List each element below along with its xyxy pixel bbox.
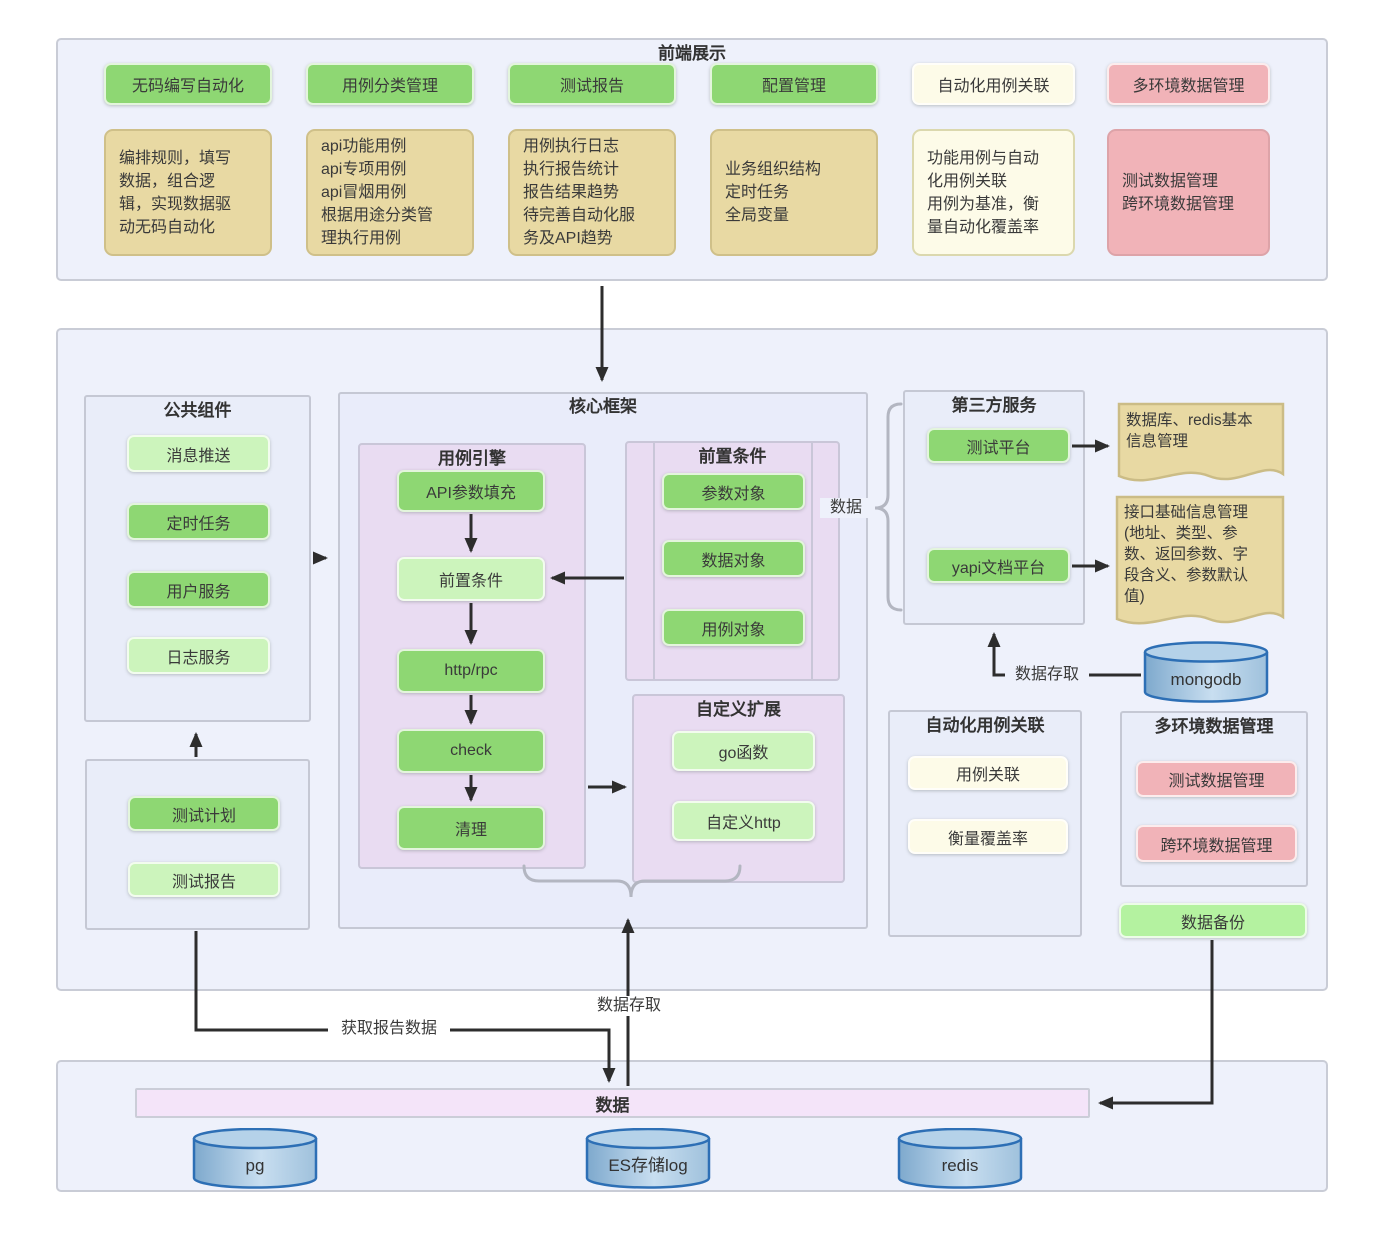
note-doc-redis-text: 数据库、redis基本 信息管理 [1126,412,1253,450]
test-report-node: 测试报告 [128,862,280,897]
case-association-item-coverage: 衡量覆盖率 [908,819,1068,854]
frontend-tab-config: 配置管理 [710,63,878,105]
preconditions-inner-box [653,441,813,681]
frontend-desc-multienv: 测试数据管理 跨环境数据管理 [1107,129,1270,256]
data-side-label: 数据 [820,498,872,518]
frontend-desc-config: 业务组织结构 定时任务 全局变量 [710,129,878,256]
engine-step-http-rpc: http/rpc [397,649,545,693]
fetch-report-label: 获取报告数据 [328,1019,450,1039]
common-item-user-service: 用户服务 [127,571,270,608]
note-doc-redis-info [1117,402,1285,482]
multi-env-item-test-data: 测试数据管理 [1136,761,1297,797]
third-party-test-platform: 测试平台 [927,428,1070,463]
case-association-item-link: 用例关联 [908,756,1068,790]
frontend-tab-assoc: 自动化用例关联 [912,63,1075,105]
case-engine-title: 用例引擎 [438,449,506,468]
extension-custom-http: 自定义http [672,801,815,841]
frontend-title: 前端展示 [658,44,726,63]
preconditions-title: 前置条件 [698,447,767,466]
note-doc-api-text: 接口基础信息管理 (地址、类型、参 数、返回参数、字 段含义、参数默认 值) [1124,504,1249,605]
precondition-item-case-object: 用例对象 [662,609,805,646]
es-label: ES存储log [608,1156,687,1175]
redis-label: redis [942,1156,979,1175]
third-party-yapi-platform: yapi文档平台 [927,548,1070,583]
data-access-right-label: 数据存取 [1005,665,1089,685]
common-item-log-service: 日志服务 [127,637,270,674]
mongodb-label: mongodb [1171,670,1242,689]
multi-env-title: 多环境数据管理 [1154,717,1274,736]
test-plan-node: 测试计划 [128,796,280,831]
core-framework-title: 核心框架 [569,397,637,416]
frontend-tab-category: 用例分类管理 [306,63,474,105]
pg-cylinder: pg [192,1128,318,1189]
frontend-tab-nocode: 无码编写自动化 [104,63,272,105]
multi-env-item-cross-env: 跨环境数据管理 [1136,825,1297,862]
data-backup-node: 数据备份 [1119,903,1307,938]
extensions-box [632,694,845,883]
engine-step-api-params: API参数填充 [397,470,545,512]
third-party-title: 第三方服务 [951,396,1037,415]
test-panel [85,759,310,930]
engine-step-precondition: 前置条件 [397,557,545,601]
note-doc-api-info [1115,495,1285,625]
precondition-item-param-object: 参数对象 [662,473,805,510]
precondition-item-data-object: 数据对象 [662,540,805,577]
engine-step-cleanup: 清理 [397,806,545,850]
extensions-title: 自定义扩展 [696,700,781,719]
data-access-bottom-label: 数据存取 [586,996,672,1016]
frontend-desc-report: 用例执行日志 执行报告统计 报告结果趋势 待完善自动化服 务及API趋势 [508,129,676,256]
frontend-desc-category: api功能用例 api专项用例 api冒烟用例 根据用途分类管 理执行用例 [306,129,474,256]
common-item-cron-task: 定时任务 [127,503,270,540]
extension-go-function: go函数 [672,731,815,771]
common-item-message-push: 消息推送 [127,435,270,472]
frontend-desc-assoc: 功能用例与自动 化用例关联 用例为基准，衡 量自动化覆盖率 [912,129,1075,256]
redis-cylinder: redis [897,1128,1023,1189]
frontend-tab-report: 测试报告 [508,63,676,105]
frontend-tab-multienv: 多环境数据管理 [1107,63,1270,105]
common-components-title: 公共组件 [163,401,232,420]
engine-step-check: check [397,729,545,773]
mongodb-cylinder: mongodb [1143,641,1269,703]
data-bar: 数据 [135,1088,1090,1118]
frontend-desc-nocode: 编排规则，填写 数据，组合逻 辑，实现数据驱 动无码自动化 [104,129,272,256]
third-party-panel [903,390,1085,625]
pg-label: pg [246,1156,265,1175]
case-association-title: 自动化用例关联 [925,716,1045,735]
es-cylinder: ES存储log [585,1128,711,1189]
